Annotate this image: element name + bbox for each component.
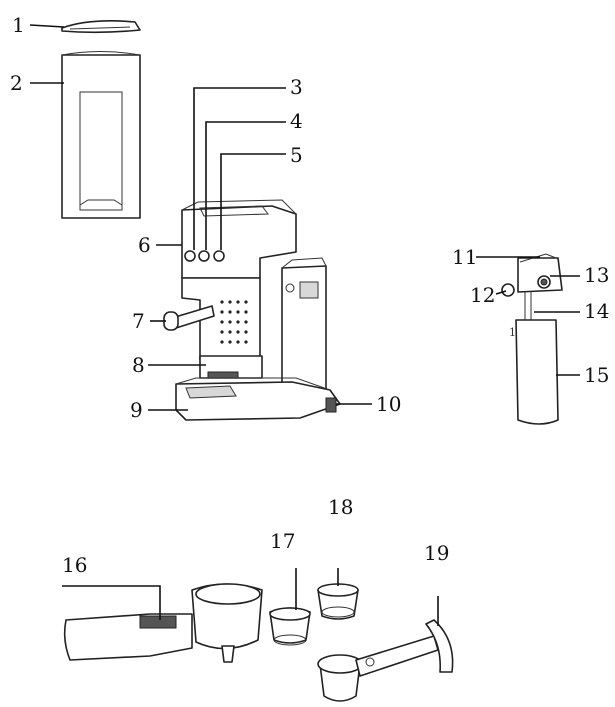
button-1 <box>184 250 196 262</box>
part-lid <box>61 20 141 34</box>
label-5: 5 <box>290 143 303 167</box>
label-14: 14 <box>584 299 609 323</box>
label-8: 8 <box>132 353 145 377</box>
label-1: 1 <box>12 13 25 37</box>
label-17: 17 <box>270 529 295 553</box>
label-19: 19 <box>424 541 449 565</box>
part-portafilter <box>63 583 263 663</box>
label-18: 18 <box>328 495 353 519</box>
button-2 <box>198 250 210 262</box>
stray-mark: 1 <box>509 326 516 339</box>
label-11: 11 <box>452 245 477 269</box>
part-milk-frother <box>501 253 563 425</box>
button-3 <box>213 250 225 262</box>
label-16: 16 <box>62 553 87 577</box>
label-3: 3 <box>290 75 303 99</box>
label-10: 10 <box>376 392 401 416</box>
part-number-labels: 1 2 3 4 5 6 7 8 9 10 11 12 13 14 15 16 1… <box>10 13 609 577</box>
part-water-tank <box>61 51 141 219</box>
part-espresso-machine <box>163 199 341 421</box>
label-6: 6 <box>138 233 151 257</box>
leader-lines <box>29 24 580 626</box>
label-9: 9 <box>130 398 143 422</box>
part-tamper <box>317 619 454 702</box>
label-12: 12 <box>470 283 495 307</box>
label-4: 4 <box>290 109 303 133</box>
part-filter-basket-single <box>269 607 311 646</box>
label-15: 15 <box>584 363 609 387</box>
label-7: 7 <box>132 309 145 333</box>
front-grille <box>220 300 248 344</box>
part-filter-basket-double <box>317 583 359 620</box>
label-13: 13 <box>584 263 609 287</box>
label-2: 2 <box>10 71 23 95</box>
